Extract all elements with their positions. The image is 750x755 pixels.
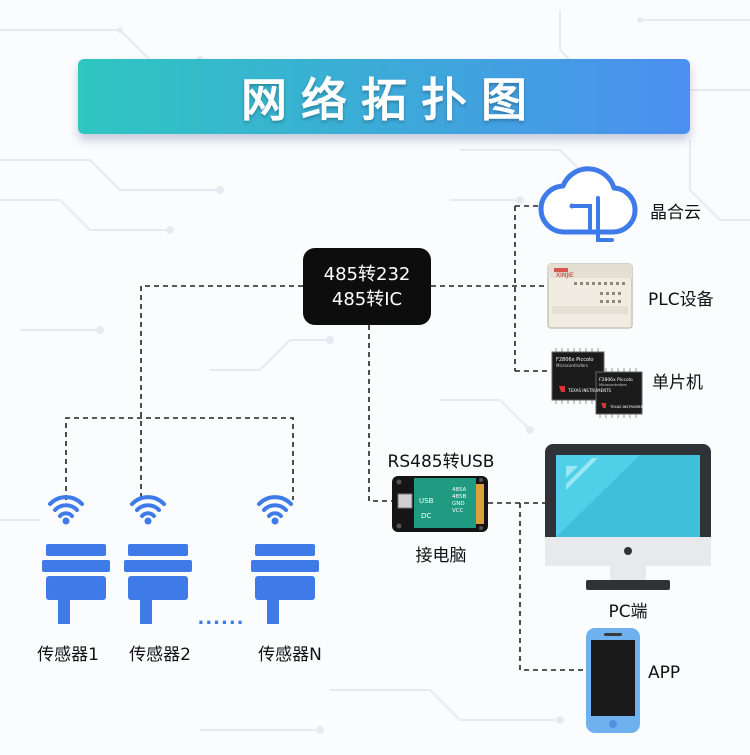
- sensor-2-label: 传感器2: [129, 645, 191, 665]
- line-converter-to-usb: [368, 325, 392, 502]
- pin-485a-label: 485A: [452, 487, 466, 493]
- chip2-model-text: F2806x Piccolo: [599, 377, 633, 383]
- chip-sub-text: Microcontrollers: [556, 363, 588, 368]
- title-banner: 网络拓扑图: [78, 59, 690, 134]
- line-pc-to-app: [519, 503, 586, 671]
- usb-caption-label: 接电脑: [415, 546, 467, 566]
- converter-box: 485转232 485转IC: [303, 248, 431, 325]
- monitor-icon: [545, 444, 711, 590]
- pc-label: PC端: [608, 602, 648, 622]
- page-title: 网络拓扑图: [241, 72, 541, 127]
- sensor-ellipsis: ......: [197, 608, 245, 629]
- plc-device-icon: XINJIE: [547, 263, 633, 329]
- mcu-chip-icon: F2806x Piccolo Microcontrollers TEXAS IN…: [551, 348, 648, 418]
- converter-line-2: 485转IC: [331, 288, 403, 310]
- sensor-n-label: 传感器N: [258, 645, 322, 665]
- sensor-n-icon: [251, 495, 319, 624]
- sensor-1-label: 传感器1: [37, 645, 99, 665]
- chip2-brand-text: TEXAS INSTRUMENTS: [609, 405, 648, 409]
- usb-title-label: RS485转USB: [387, 452, 495, 472]
- chip-model-text: F2806x Piccolo: [556, 357, 593, 363]
- line-converter-to-sensors: [140, 285, 303, 500]
- phone-icon: [586, 628, 640, 733]
- chip2-sub-text: Microcontrollers: [599, 383, 627, 387]
- pin-485b-label: 485B: [452, 494, 466, 500]
- line-sensor-bus: [65, 417, 294, 500]
- converter-line-1: 485转232: [323, 263, 411, 285]
- cloud-label: 晶合云: [650, 203, 701, 223]
- usb-dc-label: DC: [421, 512, 431, 520]
- chip-brand-text: TEXAS INSTRUMENTS: [567, 388, 612, 393]
- sensor-1-icon: [42, 495, 110, 624]
- pin-gnd-label: GND: [452, 501, 465, 507]
- pin-vcc-label: VCC: [452, 508, 464, 514]
- cloud-icon: [538, 166, 638, 242]
- app-label: APP: [648, 663, 681, 683]
- plc-brand-print: XINJIE: [556, 272, 574, 279]
- sensor-2-icon: [124, 495, 192, 624]
- plc-label: PLC设备: [648, 290, 714, 310]
- usb-converter-icon: USB DC 485A 485B GND VCC: [392, 476, 488, 532]
- usb-port-label: USB: [419, 497, 434, 505]
- mcu-label: 单片机: [652, 373, 703, 393]
